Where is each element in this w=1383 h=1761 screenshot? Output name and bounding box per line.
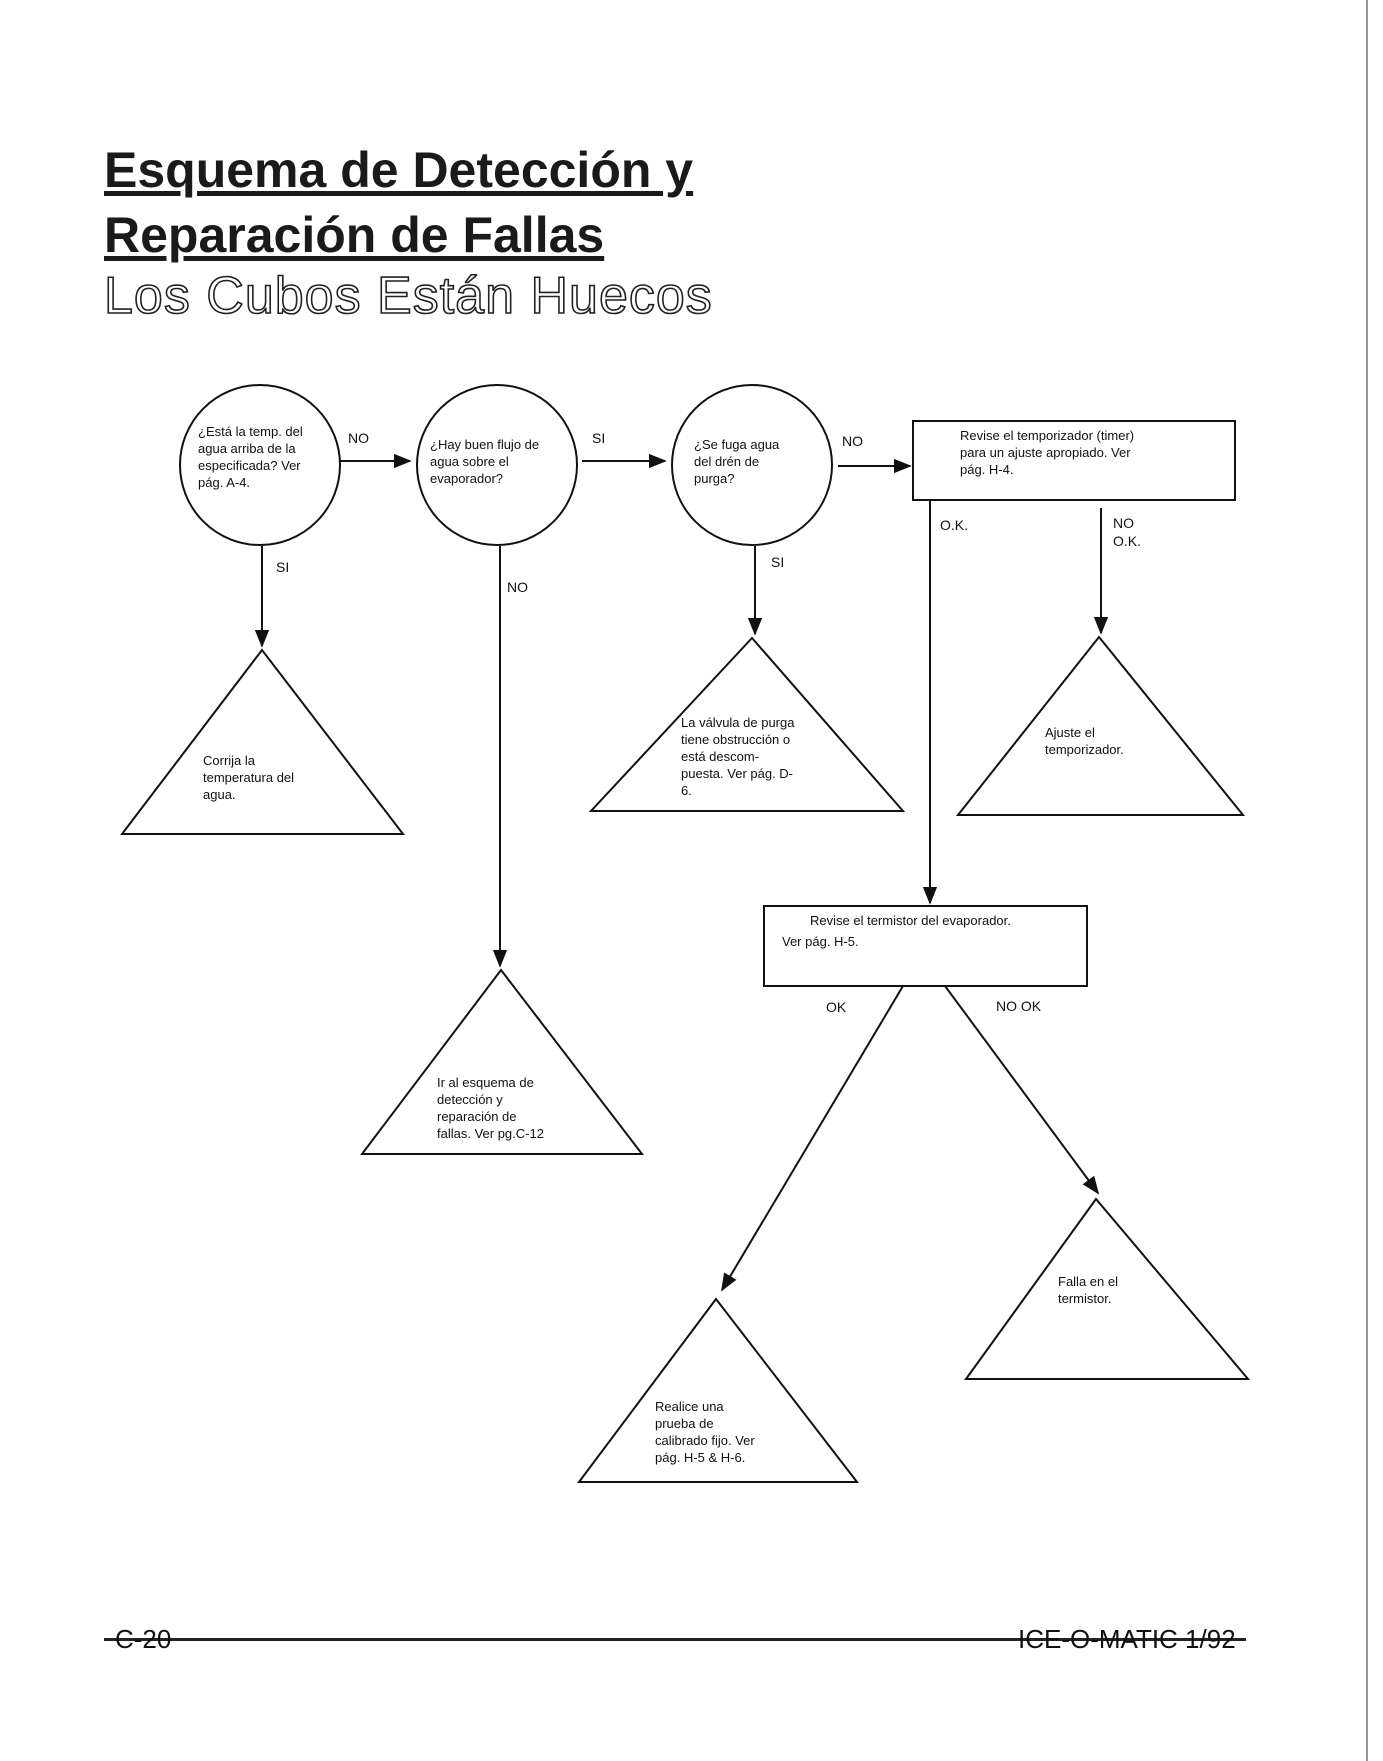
footer-rule [104,1638,1246,1641]
box1-text: Revise el temporizador (timer) para un a… [960,428,1138,477]
edge-label-box2-ok: OK [826,999,847,1015]
q2-text: ¿Hay buen flujo de agua sobre el evapora… [430,437,543,486]
page-edge-rule [1366,0,1368,1761]
tri5-line: pág. H-5 & H-6. [655,1450,745,1465]
q2-line: ¿Hay buen flujo de [430,437,539,452]
edge-label-q2-no: NO [507,579,528,595]
tri5-line: calibrado fijo. Ver [655,1433,755,1448]
arrow-box2-nook [944,985,1100,1195]
tri1-text: Corrija la temperatura del agua. [203,753,298,802]
tri3-line: Ajuste el [1045,725,1095,740]
tri4-text: Ir al esquema de detección y reparación … [437,1075,544,1141]
edge-label-box1-nook: NO O.K. [1113,515,1141,549]
tri6-line: termistor. [1058,1291,1111,1306]
decision-circle-water-temp [179,384,341,546]
decision-circle-water-flow [416,384,578,546]
tri2-line: 6. [681,783,692,798]
tri2-line: está descom- [681,749,759,764]
footer-publisher: ICE-O-MATIC 1/92 [1018,1624,1236,1654]
tri4-line: reparación de [437,1109,517,1124]
tri1-line: Corrija la [203,753,256,768]
q1-line: pág. A-4. [198,475,250,490]
nook-line: O.K. [1113,533,1141,549]
q1-text: ¿Está la temp. del agua arriba de la esp… [198,424,306,490]
q1-line: agua arriba de la [198,441,296,456]
arrow-box2-ok [721,985,904,1292]
tri4-line: fallas. Ver pg.C-12 [437,1126,544,1141]
process-box-timer [912,420,1236,501]
box1-line: para un ajuste apropiado. Ver [960,445,1131,460]
page-subtitle: Los Cubos Están Huecos [103,267,713,325]
q2-line: evaporador? [430,471,503,486]
q3-line: purga? [694,471,734,486]
result-triangle-correct-temp [119,648,406,835]
tri6-line: Falla en el [1058,1274,1118,1289]
tri5-text: Realice una prueba de calibrado fijo. Ve… [655,1399,758,1465]
edge-label-q1-si: SI [276,559,289,575]
process-box-thermistor [763,905,1088,987]
tri4-line: Ir al esquema de [437,1075,534,1090]
result-triangle-calibration [577,1297,860,1483]
page-title-line-2: Reparación de Fallas [104,207,605,263]
decision-circle-purge-leak [671,384,833,546]
tri2-line: La válvula de purga [681,715,795,730]
tri4-line: detección y [437,1092,503,1107]
q1-line: ¿Está la temp. del [198,424,303,439]
tri1-line: temperatura del [203,770,294,785]
box2-text: Revise el termistor del evaporador. Ver … [782,913,1015,949]
q3-line: ¿Se fuga agua [694,437,780,452]
tri6-text: Falla en el termistor. [1058,1274,1122,1306]
nook-line: NO [1113,515,1134,531]
edge-label-q3-no: NO [842,433,863,449]
edge-label-box2-nook: NO OK [996,998,1042,1014]
result-triangle-goto-c12 [359,968,645,1155]
box1-line: pág. H-4. [960,462,1013,477]
edge-label-q2-si: SI [592,430,605,446]
box2-line: Revise el termistor del evaporador. [810,913,1011,928]
tri5-line: prueba de [655,1416,714,1431]
tri3-text: Ajuste el temporizador. [1045,725,1124,757]
edge-label-q3-si: SI [771,554,784,570]
box1-line: Revise el temporizador (timer) [960,428,1134,443]
footer-page-number: C-20 [115,1624,172,1654]
result-triangle-adjust-timer [955,635,1246,816]
edge-label-q1-no: NO [348,430,369,446]
tri2-line: puesta. Ver pág. D- [681,766,793,781]
q3-line: del drén de [694,454,759,469]
q2-line: agua sobre el [430,454,509,469]
tri1-line: agua. [203,787,236,802]
result-triangle-thermistor-fault [964,1197,1251,1380]
q1-line: especificada? Ver [198,458,301,473]
tri2-text: La válvula de purga tiene obstrucción o … [681,715,798,798]
result-triangle-purge-valve [588,636,906,812]
tri2-line: tiene obstrucción o [681,732,790,747]
edge-label-box1-ok: O.K. [940,517,968,533]
tri3-line: temporizador. [1045,742,1124,757]
page-title-line-1: Esquema de Detección y [104,142,694,198]
q3-text: ¿Se fuga agua del drén de purga? [694,437,783,486]
tri5-line: Realice una [655,1399,724,1414]
box2-line: Ver pág. H-5. [782,934,859,949]
